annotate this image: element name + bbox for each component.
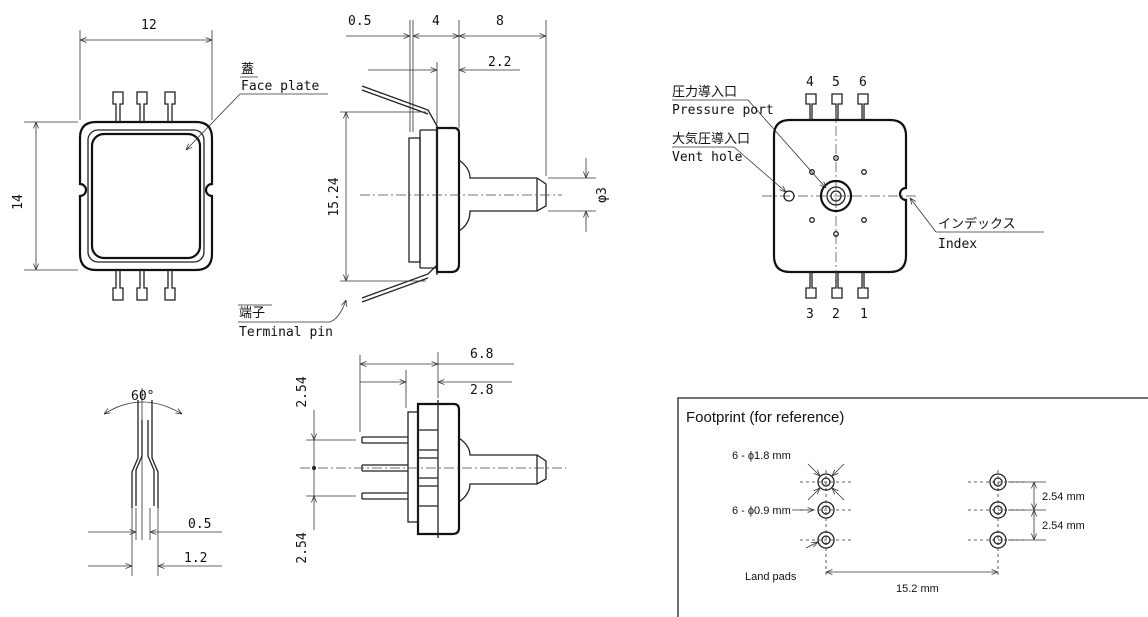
pin-6: 6 [859, 75, 867, 90]
dim-2-54-lower: 2.54 [295, 532, 310, 563]
dim-4: 4 [432, 14, 440, 29]
dim-6-8: 6.8 [470, 347, 493, 362]
dim-2-54-upper: 2.54 [295, 376, 310, 407]
dim-60-deg: 60° [131, 389, 154, 404]
footprint-pitch-a: 2.54 mm [1042, 491, 1085, 503]
footprint-title: Footprint (for reference) [686, 409, 844, 426]
dim-2-8: 2.8 [470, 383, 493, 398]
pin-angle-detail [88, 388, 222, 576]
dim-0-5-top: 0.5 [348, 14, 371, 29]
pressure-port-label-jp: 圧力導入口 [672, 85, 737, 100]
footprint-outer-pads: 6 - ϕ1.8 mm [732, 450, 791, 462]
dim-8: 8 [496, 14, 504, 29]
dim-15-24: 15.24 [327, 177, 342, 216]
dim-12: 12 [141, 18, 157, 33]
pin-1: 1 [860, 307, 868, 322]
pin-3: 3 [806, 307, 814, 322]
bottom-side-view [300, 352, 566, 538]
footprint-inner-pads: 6 - ϕ0.9 mm [732, 505, 791, 517]
terminal-pin-label-jp: 端子 [239, 306, 265, 321]
footprint-pitch-b: 2.54 mm [1042, 520, 1085, 532]
dim-0-5-pin: 0.5 [188, 517, 211, 532]
dim-2-2: 2.2 [488, 55, 511, 70]
dim-phi3: φ3 [595, 187, 610, 203]
top-view [24, 30, 328, 301]
footprint-span: 15.2 mm [896, 583, 939, 595]
pin-4: 4 [806, 75, 814, 90]
footprint-land-pads: Land pads [745, 571, 797, 583]
vent-hole-label-en: Vent hole [672, 150, 743, 165]
pin-2: 2 [832, 307, 840, 322]
index-label-en: Index [938, 237, 977, 252]
side-view [238, 20, 596, 323]
footprint-box [677, 397, 1148, 617]
index-label-jp: インデックス [938, 216, 1016, 232]
bottom-view [672, 93, 1044, 299]
vent-hole-label-jp: 大気圧導入口 [672, 131, 750, 147]
face-plate-label-en: Face plate [241, 79, 319, 94]
terminal-pin-label-en: Terminal pin [239, 325, 333, 340]
face-plate-label-jp: 蓋 [241, 62, 254, 77]
pressure-port-label-en: Pressure port [672, 103, 774, 118]
dim-14: 14 [11, 194, 26, 210]
pin-5: 5 [832, 75, 840, 90]
dim-1-2: 1.2 [184, 551, 207, 566]
